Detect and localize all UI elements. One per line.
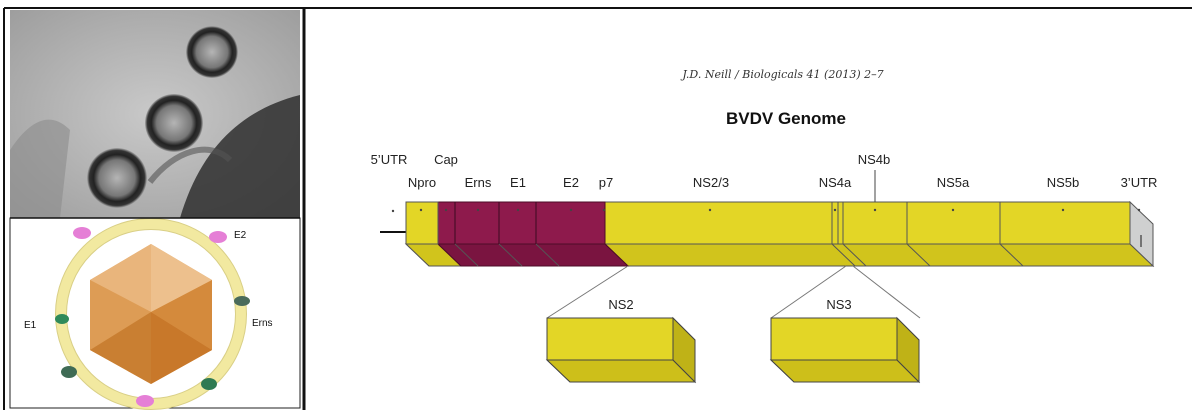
genome-bar [380,200,1155,268]
ns2-product: NS2 [545,297,697,384]
label-p7: p7 [599,175,613,190]
label-erns: Erns [465,175,492,190]
icosahedral-capsid [90,244,212,384]
glycoprotein-e1 [55,314,69,324]
electron-micrograph [10,10,300,218]
label-ns3: NS3 [826,297,851,312]
ns3-product: NS3 [769,297,921,384]
label-ns4a: NS4a [819,175,852,190]
virion-label-e1: E1 [24,320,37,331]
virion-label-erns: Erns [252,318,273,329]
virion-label-e2: E2 [234,230,247,241]
virion-schematic: E2 E1 Erns [9,217,301,410]
label-npro: Npro [408,175,436,190]
label-ns2: NS2 [608,297,633,312]
label-ns5b: NS5b [1047,175,1080,190]
label-e1: E1 [510,175,526,190]
virus-particle [186,26,238,78]
virus-particle [87,148,147,208]
label-e2: E2 [563,175,579,190]
glycoprotein-e2 [73,227,227,407]
citation: J.D. Neill / Biologicals 41 (2013) 2–7 [680,68,883,81]
label-ns4b: NS4b [858,152,891,167]
cleavage-connectors [546,265,921,319]
diagram-title: BVDV Genome [726,109,846,128]
label-3utr: 3’UTR [1121,175,1158,190]
glycoprotein-erns [61,296,250,390]
label-markers [391,208,1141,213]
label-cap: Cap [434,152,458,167]
virus-particle [145,94,203,152]
npro-segment [405,201,439,245]
label-ns23: NS2/3 [693,175,729,190]
label-ns5a: NS5a [937,175,970,190]
label-5utr: 5’UTR [371,152,408,167]
